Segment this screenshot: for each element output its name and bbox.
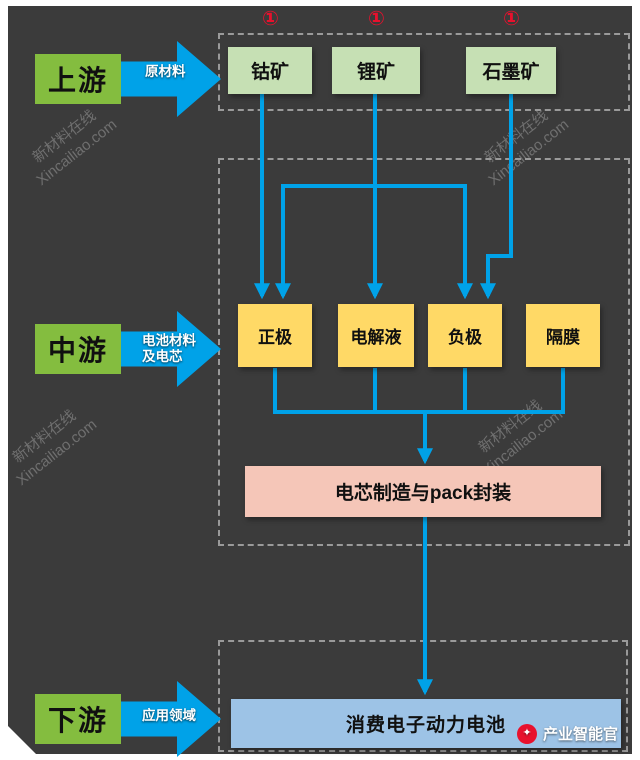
node-electrolyte: 电解液 xyxy=(338,304,414,367)
badge-graphite: ① xyxy=(503,8,520,30)
connector-lithium-branch-to-cathode xyxy=(275,184,375,300)
badge-cobalt: ① xyxy=(262,8,279,30)
diagram-background xyxy=(8,6,632,754)
corner-fold xyxy=(0,718,42,760)
stage-label-upstream: 上游 xyxy=(35,54,121,104)
node-product-battery: 消费电子动力电池 xyxy=(231,699,621,748)
stage-label-downstream: 下游 xyxy=(35,694,121,744)
upstream-group-box xyxy=(218,33,630,111)
node-graphite-ore: 石墨矿 xyxy=(466,47,556,94)
node-cobalt-ore: 钴矿 xyxy=(228,47,312,94)
node-cathode: 正极 xyxy=(238,304,312,367)
stage-label-midstream: 中游 xyxy=(35,324,121,374)
connector-graphite-to-anode xyxy=(480,94,513,300)
logo-text: 产业智能官 xyxy=(542,726,618,743)
midstream-arrow-label: 电池材料及电芯 xyxy=(142,333,196,365)
node-separator: 隔膜 xyxy=(526,304,600,367)
downstream-arrow-label: 应用领域 xyxy=(142,708,196,723)
logo-icon: ✦ xyxy=(516,723,537,744)
upstream-arrow-label: 原材料 xyxy=(145,64,186,79)
badge-lithium: ① xyxy=(368,8,385,30)
connector-lithium-branch-to-anode xyxy=(375,184,473,300)
publisher-logo: ✦ 产业智能官 xyxy=(516,723,618,744)
node-pack-assembly: 电芯制造与pack封装 xyxy=(245,466,601,517)
node-anode: 负极 xyxy=(428,304,502,367)
node-lithium-ore: 锂矿 xyxy=(332,47,420,94)
